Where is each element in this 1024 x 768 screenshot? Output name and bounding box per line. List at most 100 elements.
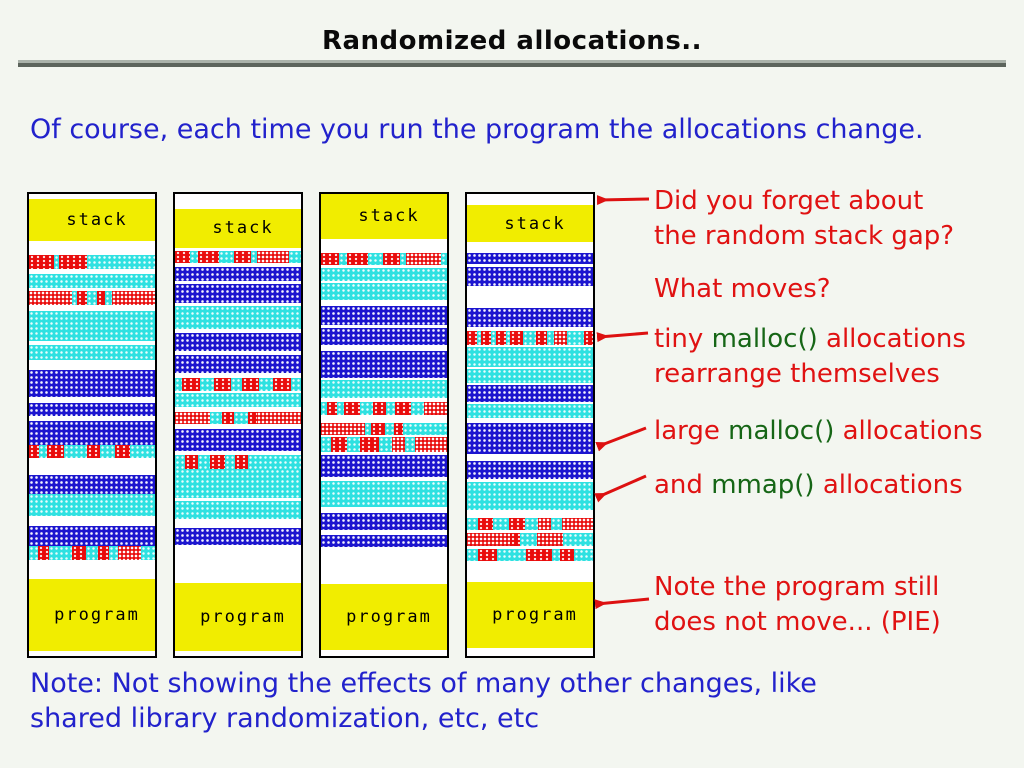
slide-title: Randomized allocations.. [321, 26, 703, 56]
segment-red [424, 402, 447, 415]
band-gap [29, 415, 155, 422]
band-gap [175, 519, 301, 529]
segment-cyan [225, 455, 236, 469]
segment-red [257, 412, 301, 425]
band-gap [321, 264, 447, 268]
segment-cyan [259, 378, 273, 391]
footnote-line-1: Note: Not showing the effects of many ot… [30, 668, 817, 699]
band-mixed-allocations [175, 455, 301, 469]
segment-red [330, 437, 347, 452]
segment-red [29, 255, 55, 270]
band-gap [321, 435, 447, 438]
title-rule [18, 60, 1006, 67]
segment-cyan [551, 517, 562, 531]
annotation-line: rearrange themselves [654, 357, 966, 392]
band-navy [321, 454, 447, 478]
segment-red [481, 331, 492, 345]
band-gap [29, 397, 155, 403]
band-gap [321, 530, 447, 536]
band-gap [29, 650, 155, 657]
annotation-line: Note the program still [654, 570, 941, 605]
band-cyan [29, 344, 155, 361]
segment-cyan [337, 402, 344, 415]
segment-cyan [574, 548, 593, 562]
band-gap [175, 407, 301, 413]
segment-cyan [496, 548, 527, 562]
band-gap [467, 327, 593, 332]
band-mixed-allocations [467, 548, 593, 562]
segment-cyan [140, 545, 155, 560]
segment-red [248, 412, 258, 425]
band-navy [321, 306, 447, 325]
segment-red [394, 422, 404, 436]
segment-cyan [346, 437, 360, 452]
segment-red [536, 533, 564, 546]
segment-cyan [129, 445, 156, 459]
annotation-text: large [654, 416, 729, 446]
band-gap [29, 269, 155, 274]
segment-red [273, 378, 291, 391]
band-gap [467, 647, 593, 656]
segment-cyan [71, 291, 77, 306]
segment-red [37, 545, 50, 560]
band-navy [321, 535, 447, 547]
stack-band: stack [321, 194, 447, 239]
band-mixed-allocations [175, 412, 301, 425]
band-cyan [321, 380, 447, 399]
segment-cyan [467, 548, 479, 562]
segment-cyan [99, 445, 115, 459]
band-mixed-allocations [321, 437, 447, 452]
segment-red [535, 331, 548, 345]
segment-cyan [338, 253, 348, 265]
segment-cyan [552, 548, 560, 562]
annotation-arrow-4 [594, 474, 647, 503]
segment-cyan [547, 331, 555, 345]
segment-red [71, 545, 87, 560]
band-gap [467, 417, 593, 423]
segment-cyan [522, 331, 536, 345]
annotation-text: allocations [817, 324, 966, 354]
segment-cyan [251, 250, 258, 263]
band-cyan [175, 500, 301, 520]
segment-cyan [405, 437, 415, 452]
band-gap [175, 650, 301, 656]
band-gap [321, 649, 447, 656]
band-cyan [175, 392, 301, 407]
segment-red [221, 412, 234, 425]
segment-red [46, 445, 65, 459]
band-gap [175, 451, 301, 456]
segment-cyan [86, 255, 156, 270]
annotation-line: Did you forget about [654, 184, 954, 219]
program-band: program [467, 581, 593, 648]
band-navy [467, 308, 593, 328]
band-mixed-allocations [321, 422, 448, 436]
band-gap [29, 360, 155, 370]
band-gap [467, 285, 593, 309]
segment-cyan [321, 437, 331, 452]
band-gap [321, 414, 447, 423]
segment-cyan [175, 455, 186, 469]
band-navy [467, 461, 593, 479]
band-cyan [467, 369, 593, 383]
annotation-text: rearrange themselves [654, 359, 940, 389]
segment-cyan [467, 517, 478, 531]
segment-red [584, 331, 593, 345]
segment-red [405, 253, 442, 265]
segment-cyan [49, 545, 72, 560]
segment-red [97, 545, 110, 560]
annotation-text: malloc() [711, 324, 818, 354]
band-gap [321, 451, 447, 455]
segment-red [327, 402, 338, 415]
band-gap [175, 497, 301, 501]
segment-cyan [441, 253, 447, 265]
segment-cyan [400, 253, 406, 265]
band-gap [321, 506, 447, 513]
band-gap [175, 424, 301, 429]
band-cyan [175, 306, 301, 329]
annotation-text: mmap() [711, 470, 815, 500]
band-navy [29, 474, 155, 495]
